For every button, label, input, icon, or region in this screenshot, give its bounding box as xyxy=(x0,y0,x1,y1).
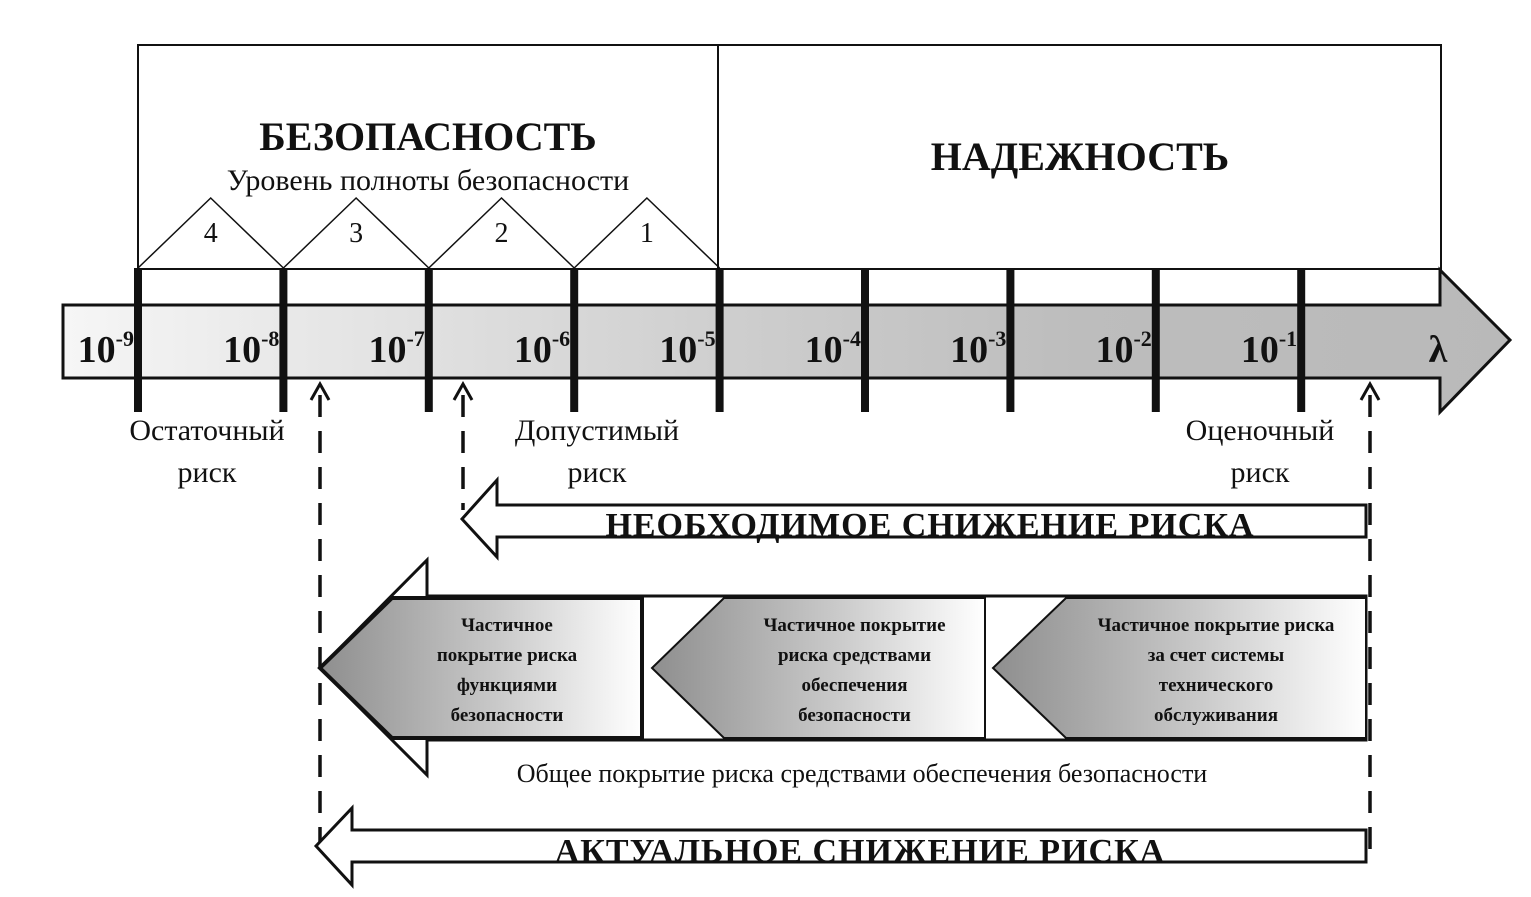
partial-coverage-box xyxy=(650,597,986,739)
reliability-region xyxy=(717,44,1442,270)
partial-coverage-text: риска средствами xyxy=(778,645,931,666)
sil-triangles: 4 3 2 1 xyxy=(137,196,721,269)
partial-coverage-text: покрытие риска xyxy=(437,645,578,666)
residual-risk-label-line2: риск xyxy=(178,456,237,489)
partial-coverage-text: Частичное покрытие риска xyxy=(1098,615,1335,636)
safety-title: БЕЗОПАСНОСТЬ xyxy=(259,114,596,159)
estimated-risk-label: Оценочный xyxy=(1186,414,1335,447)
residual-risk-arrowhead-icon xyxy=(309,380,331,401)
axis-tick-label: 10-6 xyxy=(514,326,570,371)
axis-tick-label: 10-5 xyxy=(659,326,715,371)
sil-triangle xyxy=(137,196,284,269)
partial-coverage-text: за счет системы xyxy=(1148,645,1285,666)
tolerable-risk-label: Допустимый xyxy=(515,414,679,447)
sil-triangle xyxy=(282,196,430,269)
partial-coverage-box xyxy=(991,597,1367,739)
actual-reduction-label: АКТУАЛЬНОЕ СНИЖЕНИЕ РИСКА xyxy=(555,833,1166,870)
sil-subtitle: Уровень полноты безопасности xyxy=(227,164,629,197)
axis-tick-label: 10-1 xyxy=(1241,326,1297,371)
axis-tick-label: 10-3 xyxy=(950,326,1006,371)
sil-level-label: 1 xyxy=(640,218,654,249)
required-reduction-label: НЕОБХОДИМОЕ СНИЖЕНИЕ РИСКА xyxy=(605,507,1254,544)
tolerable-risk-label-line2: риск xyxy=(568,456,627,489)
axis-tick-label: 10-8 xyxy=(223,326,279,371)
axis-ticks: 10-9 10-8 10-7 10-6 10-5 10-4 10-3 10-2 10-1 xyxy=(78,268,1306,412)
partial-coverage-boxes: Частичное покрытие риска функциями безопасн… xyxy=(317,596,1367,740)
partial-coverage-text: обеспечения xyxy=(801,675,907,696)
partial-coverage-text: безопасности xyxy=(451,705,564,726)
sil-triangle xyxy=(573,196,721,269)
sil-level-label: 2 xyxy=(495,218,509,249)
partial-coverage-text: Частичное покрытие xyxy=(763,615,945,636)
reliability-title: НАДЕЖНОСТЬ xyxy=(931,134,1229,179)
partial-coverage-text: функциями xyxy=(457,675,557,696)
partial-coverage-box xyxy=(317,596,644,740)
partial-coverage-text: безопасности xyxy=(798,705,911,726)
sil-level-label: 3 xyxy=(349,218,363,249)
total-coverage-caption: Общее покрытие риска средствами обеспече… xyxy=(517,759,1208,788)
sil-triangle xyxy=(428,196,575,269)
axis-tick-label: 10-9 xyxy=(78,326,134,371)
partial-coverage-text: технического xyxy=(1159,675,1273,696)
axis-tick-label: 10-7 xyxy=(368,326,424,371)
tolerable-risk-arrowhead-icon xyxy=(452,380,474,401)
estimated-risk-arrowhead-icon xyxy=(1359,380,1381,401)
axis-tick-label: 10-2 xyxy=(1095,326,1151,371)
lambda-symbol: λ xyxy=(1429,329,1448,371)
sil-level-label: 4 xyxy=(204,218,218,249)
partial-coverage-text: Частичное xyxy=(461,615,553,636)
estimated-risk-label-line2: риск xyxy=(1231,456,1290,489)
axis-tick-label: 10-4 xyxy=(805,326,861,371)
partial-coverage-text: обслуживания xyxy=(1154,705,1278,726)
residual-risk-label: Остаточный xyxy=(129,414,284,447)
required-reduction-arrow xyxy=(459,476,1368,561)
frequency-axis-arrow xyxy=(61,266,1513,416)
actual-reduction-arrow xyxy=(313,804,1368,889)
